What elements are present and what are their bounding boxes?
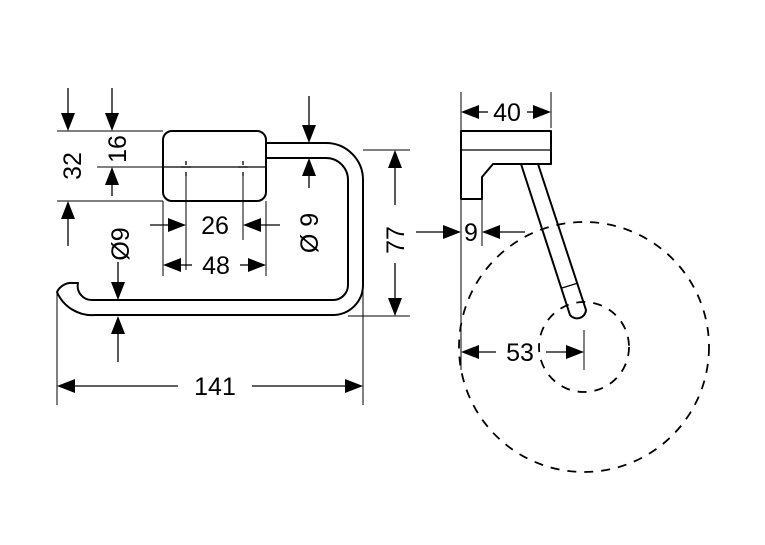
dim-overall-width: 141: [194, 373, 236, 401]
dim-depth-40: 40: [493, 99, 521, 127]
dim-diameter-arm: Ø 9: [296, 213, 324, 253]
paper-roll-core: [538, 301, 630, 393]
dim-opening-height: 77: [382, 226, 410, 254]
dim-roll-offset: 53: [506, 339, 534, 367]
front-dimensions: 32 16 Ø9 26 48 Ø 9 7: [56, 88, 410, 405]
side-arm: [520, 163, 587, 320]
side-mount-plate: [460, 130, 552, 200]
dim-base-width: 48: [202, 252, 230, 280]
side-dimensions: 40 9 53: [416, 99, 584, 367]
holder-arm-outline: [56, 142, 364, 317]
dim-diameter-bar: Ø9: [107, 227, 135, 260]
paper-roll-outer: [458, 221, 710, 473]
dim-hole-spacing: 26: [201, 212, 229, 240]
side-arm-tip-line: [561, 282, 579, 289]
dim-height-16: 16: [104, 135, 132, 163]
side-view: [458, 92, 710, 473]
dim-height-32: 32: [59, 152, 87, 180]
dim-offset-9: 9: [464, 219, 478, 247]
front-view: [56, 130, 364, 317]
wall-mount-base: [162, 130, 267, 202]
